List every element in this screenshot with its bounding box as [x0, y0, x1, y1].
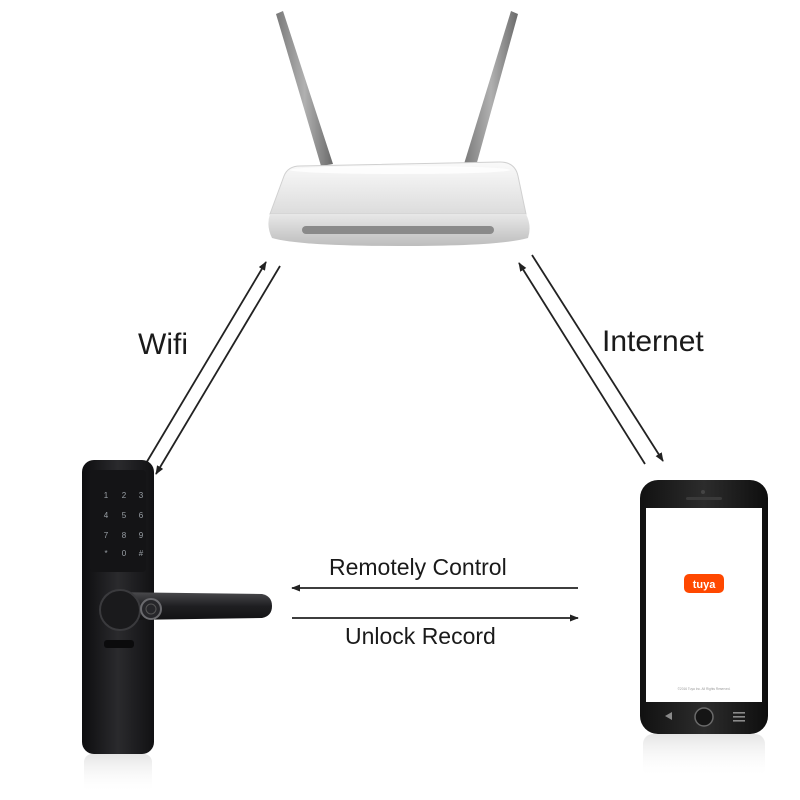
- key-2[interactable]: 2: [122, 491, 127, 500]
- tuya-logo[interactable]: tuya: [684, 574, 724, 593]
- wifi-arrow-up: [141, 261, 267, 471]
- wifi-label: Wifi: [138, 328, 188, 361]
- key-3[interactable]: 3: [139, 491, 144, 500]
- unlock-record-label: Unlock Record: [345, 623, 496, 649]
- key-6[interactable]: 6: [139, 511, 144, 520]
- router-icon: [268, 11, 530, 246]
- key-5[interactable]: 5: [122, 511, 127, 520]
- wifi-arrow-down: [155, 265, 281, 475]
- lock-keyhole-cover: [104, 640, 134, 648]
- key-9[interactable]: 9: [139, 531, 144, 540]
- fingerprint-sensor-icon[interactable]: [140, 598, 162, 620]
- tuya-logo-text: tuya: [693, 579, 717, 591]
- key-0[interactable]: 0: [122, 549, 127, 558]
- phone-speaker: [686, 497, 722, 500]
- phone-reflection: [643, 734, 765, 778]
- key-7[interactable]: 7: [104, 531, 109, 540]
- smart-lock-icon: 1 2 3 4 5 6 7 8 9 * 0 #: [82, 460, 272, 794]
- phone-screen: [646, 508, 762, 702]
- internet-label: Internet: [602, 325, 704, 358]
- router-antenna-left: [276, 11, 333, 166]
- phone-back-icon[interactable]: [665, 712, 672, 720]
- remote-control-label: Remotely Control: [329, 554, 507, 580]
- key-1[interactable]: 1: [104, 491, 109, 500]
- key-star[interactable]: *: [104, 549, 107, 558]
- phone-menu-icon[interactable]: [733, 712, 745, 722]
- internet-arrow-up: [518, 262, 646, 465]
- smartphone-icon: tuya ©2016 Tuya Inc. All Rights Reserved…: [640, 480, 768, 778]
- lock-keypad: 1 2 3 4 5 6 7 8 9 * 0 #: [104, 491, 144, 558]
- lock-rosette: [99, 589, 141, 631]
- key-hash[interactable]: #: [139, 549, 144, 558]
- phone-camera: [701, 490, 705, 494]
- router-antenna-right: [464, 11, 518, 166]
- phone-footer-text: ©2016 Tuya Inc. All Rights Reserved.: [678, 687, 731, 691]
- router-vent: [302, 226, 494, 234]
- key-4[interactable]: 4: [104, 511, 109, 520]
- lock-reflection: [84, 754, 152, 794]
- key-8[interactable]: 8: [122, 531, 127, 540]
- internet-arrow-down: [531, 254, 664, 462]
- phone-home-button[interactable]: [694, 707, 714, 727]
